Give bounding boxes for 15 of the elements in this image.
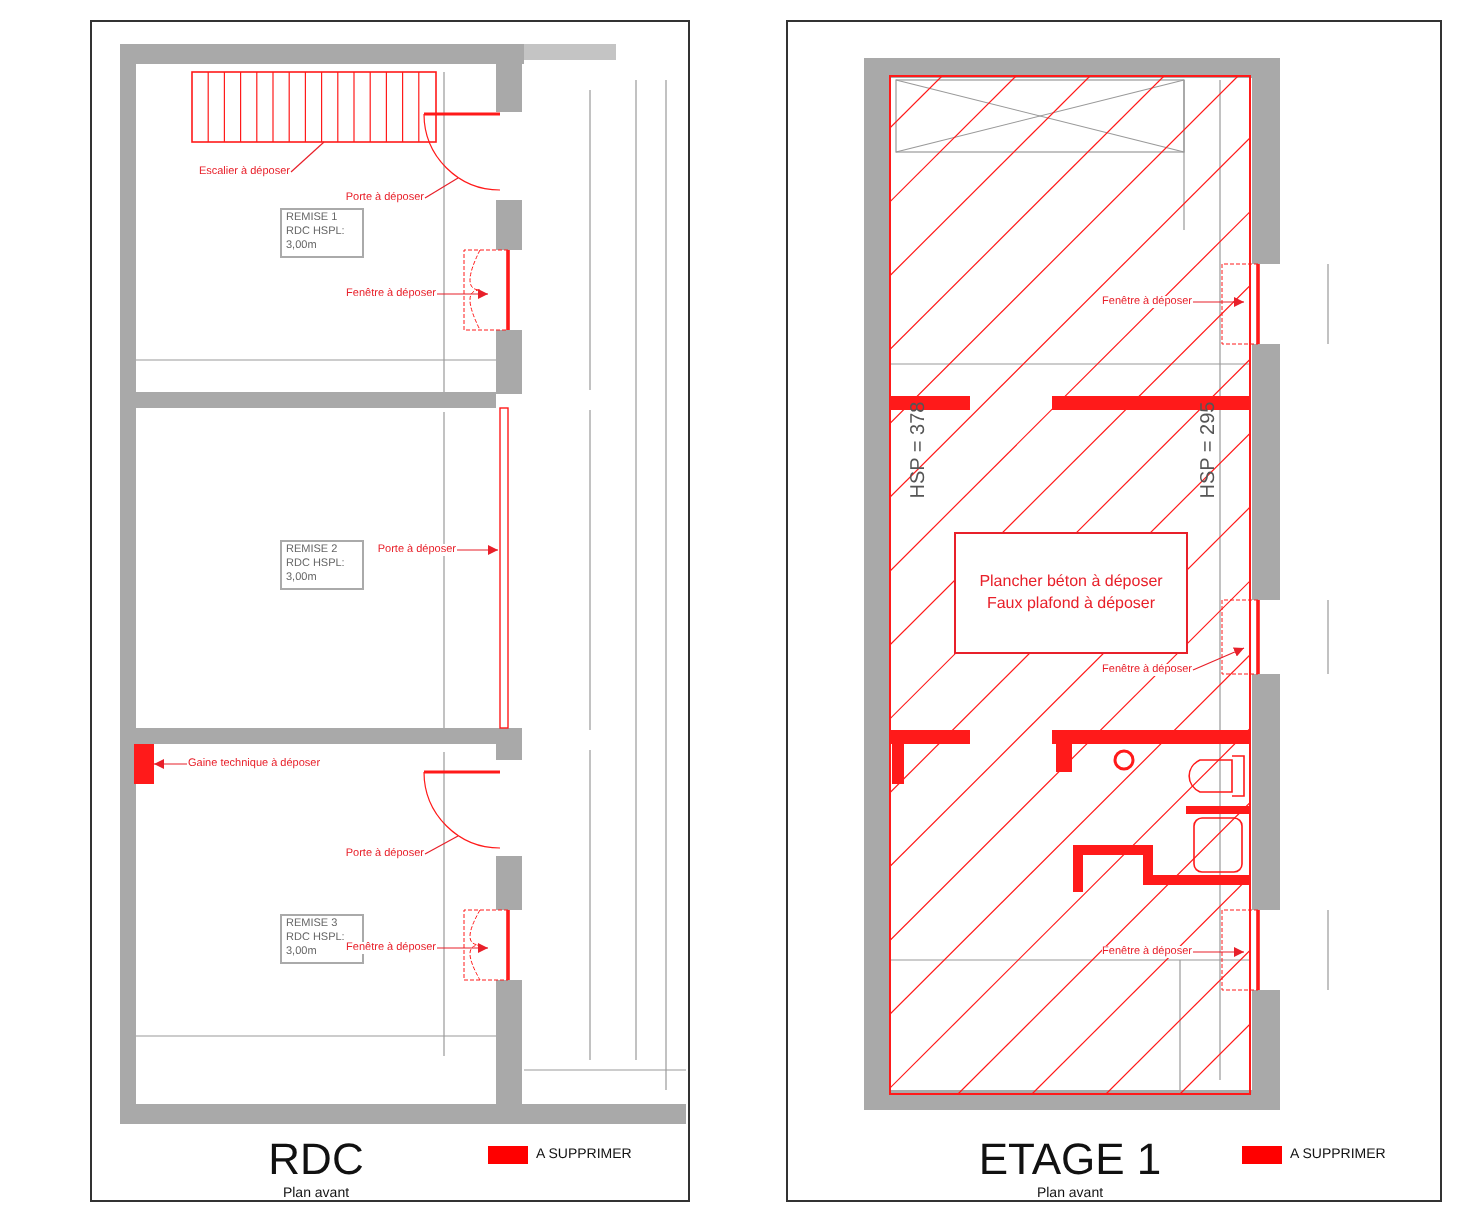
- leader-line: [456, 545, 499, 555]
- ceiling-height-label: HSP = 378: [910, 401, 930, 499]
- leader-line: [1192, 947, 1245, 957]
- leader-line: [153, 759, 188, 769]
- leader-line: [1192, 647, 1245, 671]
- leader-line: [424, 177, 459, 199]
- leader-line: [424, 835, 459, 855]
- leader-line: [436, 289, 489, 299]
- leader-line: [436, 943, 489, 953]
- plan-title: ETAGE 1: [978, 1138, 1162, 1182]
- leader-line: [290, 141, 325, 173]
- note-box: Plancher béton à déposer Faux plafond à déposer: [954, 532, 1188, 654]
- ceiling-height-label: HSP = 295: [1200, 401, 1220, 499]
- plan-title: RDC: [268, 1138, 364, 1182]
- leader-line: [1192, 297, 1245, 307]
